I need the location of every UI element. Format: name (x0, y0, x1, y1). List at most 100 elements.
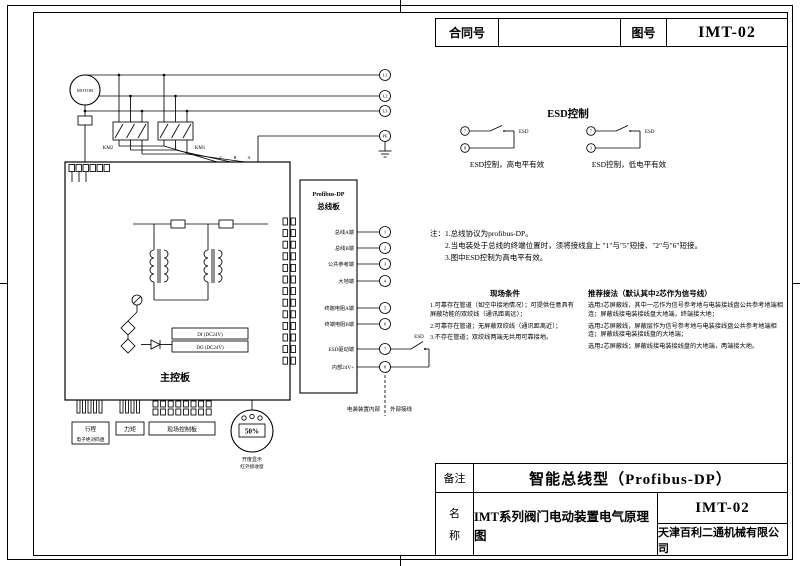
esd-diagram-active-low: 7 3 ESD (586, 125, 655, 153)
bus-terminal-label: 内部24V+ (332, 363, 354, 371)
contactor-wires (117, 73, 189, 122)
condition-item: 1.可靠存在管道（如空中接地情况）；可提供任意具有屏蔽功能的双绞线（通讯距离远）… (430, 302, 574, 318)
bus-terminal-label: 终端电阻B端 (325, 320, 354, 328)
conditions-block: 现场条件 1.可靠存在管道（如空中接地情况）；可提供任意具有屏蔽功能的双绞线（通… (430, 288, 786, 355)
esd-label: ESD (645, 130, 655, 135)
name-label-cell: 名称 (436, 493, 474, 556)
note-item: 3.图中ESD控制为高电平有效。 (445, 253, 548, 262)
drawing-no-label: 图号 (621, 19, 667, 46)
bus-terminal-number: 3 (384, 262, 387, 267)
display-window (230, 400, 274, 453)
gauge-caption: 开度显示 (242, 456, 262, 463)
bus-terminal-label: 总线B端 (335, 244, 354, 252)
contract-value (499, 19, 621, 46)
transformer-2 (203, 224, 223, 300)
motor-symbol (69, 74, 101, 162)
recommendation-item: 选用2芯屏蔽线；屏蔽线接电装接线盘的大地端，两端接大地。 (588, 343, 759, 351)
contract-label: 合同号 (436, 19, 499, 46)
remark-label: 备注 (436, 464, 474, 493)
bus-terminal-number: 5 (384, 306, 387, 311)
phase-wires (85, 74, 380, 162)
title-block: 备注 智能总线型（Profibus-DP） 名称 IMT系列阀门电动装置电气原理… (435, 463, 788, 556)
series-title: 智能总线型（Profibus-DP） (474, 464, 787, 493)
power-terminal-strip (68, 164, 110, 182)
motor-label: MOTOR (77, 88, 94, 93)
name-label: 名称 (449, 507, 460, 542)
io-box-di-label: DI (DC24V) (197, 333, 223, 338)
esd-terminal-bottom: 8 (464, 146, 466, 151)
esd-label: ESD (519, 130, 529, 135)
terminal-l3-label: L3 (383, 109, 388, 114)
terminal-pe-label: PE (382, 134, 387, 139)
bus-terminal-number: 1 (384, 230, 386, 235)
torque-label: 力矩 (124, 426, 136, 434)
terminal-l2-label: L2 (383, 94, 388, 99)
esd-caption-active-low: ESD控制，低电平有效 (591, 160, 667, 169)
notes-block: 注： 1.总线协议为profibus-DP。 2.当电装处于总线的终端位置时，须… (430, 228, 750, 264)
panel-label-box (148, 421, 216, 436)
bus-terminal-number: 6 (384, 322, 387, 327)
encoder-connector (76, 399, 103, 414)
circuit-schematic: MOTOR KM2 KM1 (64, 69, 430, 470)
rectifier-bridges (120, 320, 136, 354)
bus-terminal-label: 大地端 (338, 277, 354, 285)
supply-terminals (378, 69, 392, 158)
esd-section-title: ESD控制 (547, 109, 589, 120)
esd-terminal-top: 7 (590, 129, 593, 134)
bus-terminal-number: 8 (384, 365, 387, 370)
torque-label-box (115, 421, 145, 436)
register-tick-bottom (399, 556, 401, 566)
internal-side-label: 电装装置内部 (347, 405, 381, 413)
company-name: 天津百利二通机械有限公司 (658, 527, 779, 555)
terminal-l1-label: L1 (383, 73, 388, 78)
panel-label: 现场控制板 (167, 426, 197, 434)
diode-symbol (141, 339, 172, 350)
esd-section: ESD控制 7 8 ESD (452, 106, 684, 170)
condition-item: 2.可靠存在管道；无屏蔽双绞线（通讯距离近）； (430, 322, 562, 330)
bus-board-outline (299, 179, 358, 394)
phase-sensor (127, 294, 143, 322)
note-item: 1.总线协议为profibus-DP。 (445, 229, 533, 238)
inner-border (33, 12, 788, 556)
title-drawing-no: IMT-02 (658, 493, 787, 524)
main-board-outline (64, 161, 291, 401)
feed-label-b: B (233, 155, 236, 160)
encoder-label-box (71, 421, 110, 445)
io-box-do (171, 340, 249, 353)
bus-board-title: Profibus-DP (313, 192, 345, 198)
contactor-km2 (112, 121, 149, 141)
contactor-km1 (157, 121, 194, 141)
bus-terminal-label: 总线A端 (335, 228, 354, 236)
km1-label: KM1 (195, 146, 206, 151)
esd-switch-external (390, 341, 430, 368)
conditions-left-title: 现场条件 (490, 289, 520, 298)
register-tick-left (0, 283, 7, 284)
bus-terminal-label: 终端电阻A端 (324, 304, 354, 312)
esd-diagram-active-high: 7 8 ESD (460, 125, 529, 153)
main-board-label: 主控板 (160, 371, 191, 384)
note-item: 2.当电装处于总线的终端位置时，须将接线盒上 "1"与"5"短接、"2"与"6"… (445, 241, 702, 250)
panel-connector (152, 400, 212, 416)
condition-item: 3.不存在管道；双绞线两端无共用可靠接地。 (430, 334, 553, 342)
io-box-do-label: DO (DC24V) (196, 346, 224, 351)
bus-terminal-label: 公共参考端 (328, 260, 354, 268)
bus-terminal-label: ESD驱动端 (329, 345, 354, 353)
encoder-label-line1: 行程 (85, 425, 97, 433)
encoder-label-line2: 电子绝对码盘 (76, 436, 104, 443)
conditions-right-title: 推荐接法（默认其中2芯作为信号线） (588, 289, 712, 298)
gauge-caption-2: 红外接收窗 (240, 463, 264, 470)
contract-table: 合同号 图号 IMT-02 (435, 18, 788, 47)
esd-terminal-bottom: 3 (590, 146, 592, 151)
feed-label-a: A (247, 155, 251, 160)
recommendation-item: 选用3芯屏蔽线，其中一芯作为信号参考地与电装接线盘公共参考地端相连；屏蔽线接电装… (588, 302, 783, 318)
recommendation-item: 选用2芯屏蔽线，屏蔽层作为信号参考地与电装接线盘公共参考地端相连；屏蔽线接电装接… (588, 322, 777, 339)
esd-switch-label: ESD (414, 335, 424, 340)
esd-caption-active-high: ESD控制，高电平有效 (469, 160, 545, 169)
transformer-1 (149, 224, 169, 300)
bus-terminal-number: 7 (384, 347, 387, 352)
gauge-value: 50% (245, 428, 259, 436)
external-side-label: 外部接线 (390, 405, 413, 413)
motor-feed-wires (118, 140, 246, 163)
km2-label: KM2 (103, 146, 114, 151)
